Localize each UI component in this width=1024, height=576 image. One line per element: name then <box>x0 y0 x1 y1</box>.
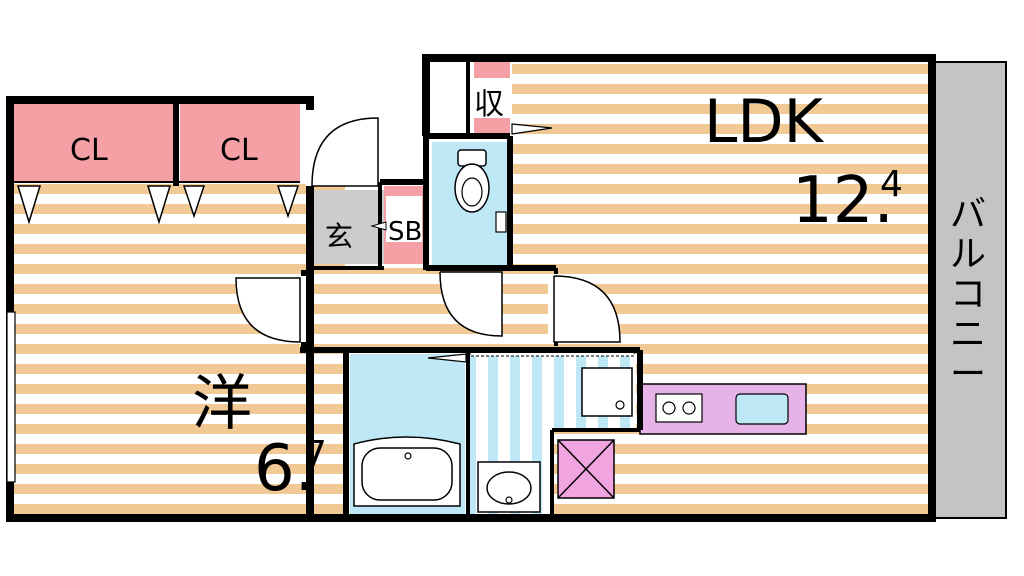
ldk-size-decimal: 4 <box>880 164 903 205</box>
storage-door <box>511 123 553 135</box>
closet-left-label: CL <box>70 133 108 168</box>
entry-door <box>306 110 379 187</box>
entrance-floor <box>308 190 384 264</box>
closets <box>14 104 300 225</box>
window-west <box>6 311 16 483</box>
stove-icon <box>655 393 703 423</box>
washing-machine-icon <box>581 367 633 417</box>
kitchen-counter <box>639 362 807 435</box>
refrigerator-space <box>557 439 615 499</box>
toilet-icon <box>454 149 507 233</box>
entrance-label: 玄 <box>325 220 353 253</box>
western-size-decimal: 7 <box>304 434 327 475</box>
door-toilet <box>439 271 503 337</box>
storage-label: 収 <box>474 87 504 122</box>
ldk-label: LDK <box>704 87 825 157</box>
western-size: 6. <box>254 432 315 506</box>
balcony-label: バルコニー <box>950 194 986 395</box>
bathtub-icon <box>353 436 461 507</box>
door-western <box>235 276 306 343</box>
closet-right-label: CL <box>220 133 258 168</box>
hallway-floor <box>305 268 545 348</box>
sink-icon <box>735 393 789 425</box>
washbasin-icon <box>477 461 541 513</box>
shoe-box-label: SB <box>388 217 422 247</box>
ldk-size: 12. <box>792 164 894 238</box>
closet-right <box>180 104 300 182</box>
western-floor <box>14 182 344 516</box>
door-ldk <box>548 274 621 343</box>
svg-text:バルコニー: バルコニー <box>950 194 986 395</box>
closet-left <box>14 104 174 182</box>
western-label: 洋 <box>192 369 252 439</box>
